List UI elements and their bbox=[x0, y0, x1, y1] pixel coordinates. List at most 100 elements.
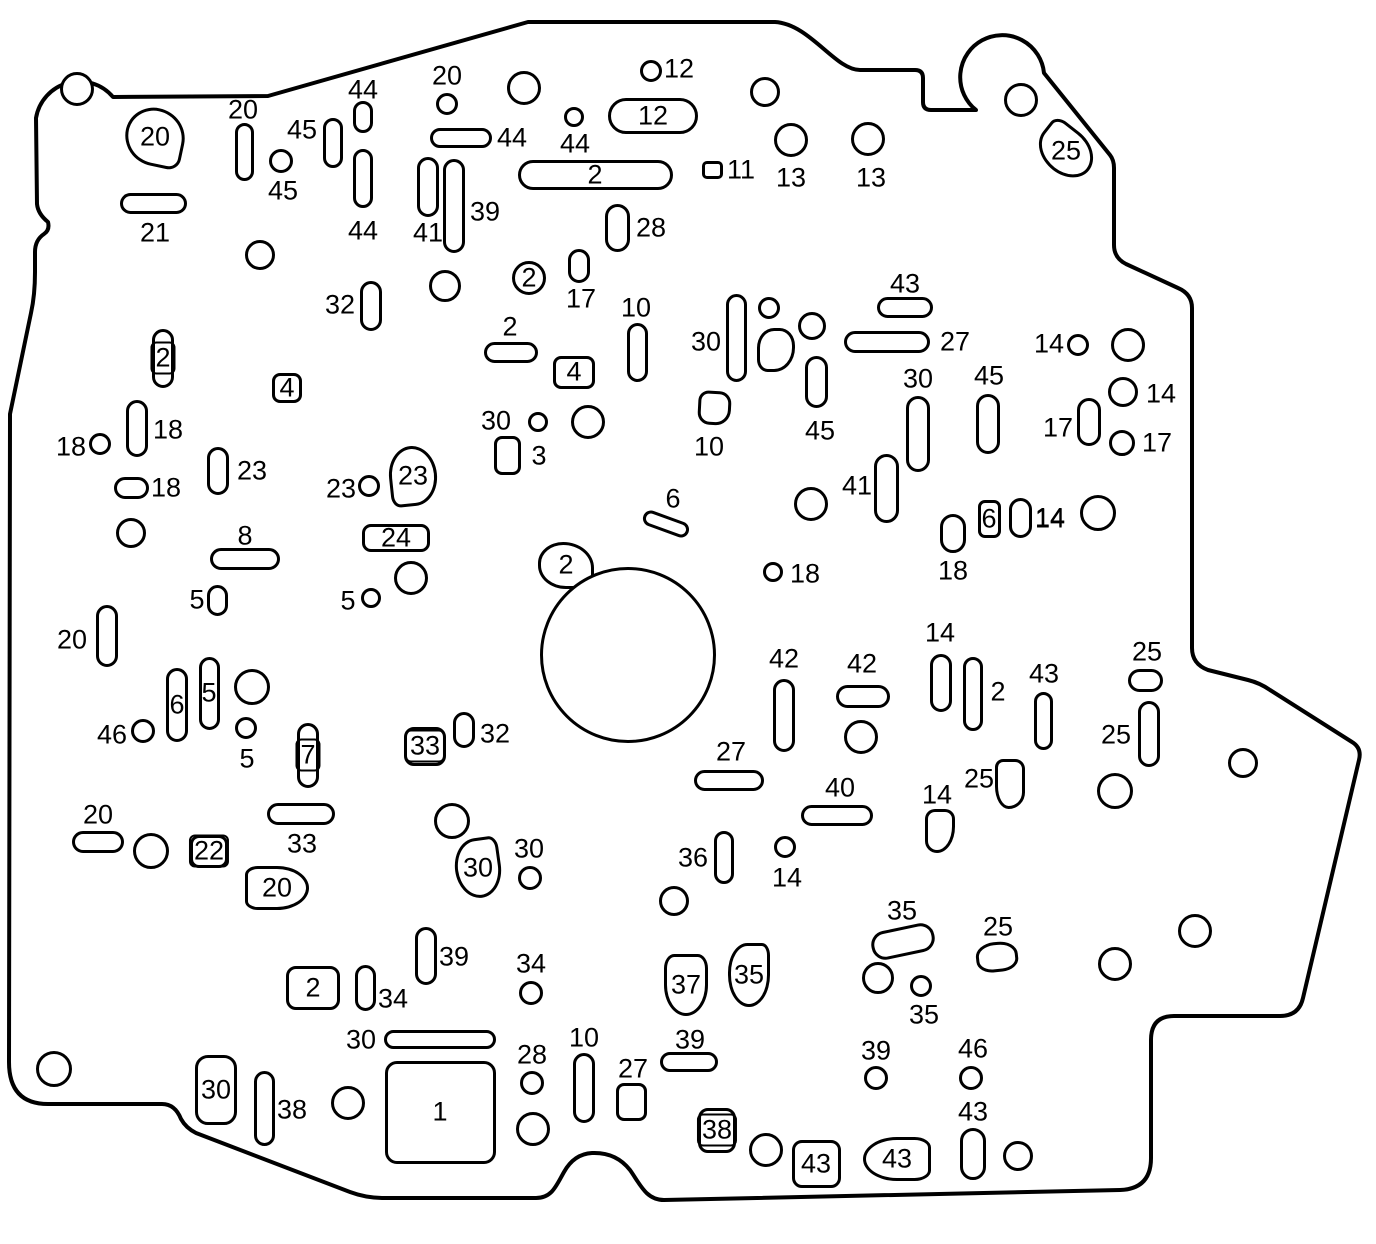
hole-label-21: 21 bbox=[139, 217, 171, 248]
hole-label-30: 30 bbox=[200, 1074, 232, 1105]
hole-label-14: 14 bbox=[924, 617, 956, 648]
hole-10 bbox=[696, 390, 732, 426]
hole-45 bbox=[323, 118, 343, 168]
hole-32 bbox=[453, 712, 475, 748]
hole-label-23: 23 bbox=[236, 455, 268, 486]
hole-label-27: 27 bbox=[939, 326, 971, 357]
hole-label-30: 30 bbox=[345, 1024, 377, 1055]
hole-unlabeled bbox=[659, 886, 689, 916]
hole-44 bbox=[353, 101, 373, 133]
hole-25 bbox=[1138, 701, 1160, 767]
hole-34 bbox=[354, 965, 376, 1011]
hole-35 bbox=[728, 943, 770, 1007]
hole-label-25: 25 bbox=[963, 763, 995, 794]
hole-label-38: 38 bbox=[696, 1113, 738, 1147]
hole-label-24: 24 bbox=[380, 522, 412, 553]
hole-label-30: 30 bbox=[690, 326, 722, 357]
hole-label-25: 25 bbox=[982, 911, 1014, 942]
hole-label-39: 39 bbox=[674, 1024, 706, 1055]
hole-5 bbox=[361, 588, 381, 608]
hole-17 bbox=[568, 249, 590, 283]
hole-label-30: 30 bbox=[462, 852, 494, 883]
hole-38 bbox=[253, 1070, 275, 1146]
hole-18 bbox=[940, 513, 966, 553]
hole-label-1: 1 bbox=[432, 1096, 448, 1127]
hole-20 bbox=[234, 123, 254, 181]
hole-label-2: 2 bbox=[502, 311, 518, 342]
hole-label-41: 41 bbox=[412, 217, 444, 248]
hole-25 bbox=[995, 759, 1025, 809]
hole-label-36: 36 bbox=[677, 842, 709, 873]
hole-label-34: 34 bbox=[515, 948, 547, 979]
hole-13 bbox=[774, 123, 808, 157]
hole-label-32: 32 bbox=[324, 289, 356, 320]
hole-label-11: 11 bbox=[726, 154, 756, 185]
hole-label-43: 43 bbox=[800, 1148, 832, 1179]
hole-unlabeled bbox=[571, 405, 605, 439]
hole-label-43: 43 bbox=[881, 1143, 913, 1174]
hole-43 bbox=[960, 1128, 986, 1180]
hole-label-45: 45 bbox=[973, 360, 1005, 391]
hole-12 bbox=[640, 60, 662, 82]
hole-33 bbox=[267, 803, 335, 825]
hole-unlabeled bbox=[1097, 773, 1133, 809]
hole-40 bbox=[801, 804, 873, 826]
hole-label-14: 14 bbox=[1034, 502, 1066, 533]
hole-45 bbox=[976, 394, 1000, 454]
hole-42 bbox=[773, 678, 795, 752]
hole-label-25: 25 bbox=[1100, 719, 1132, 750]
hole-label-13: 13 bbox=[775, 162, 807, 193]
hole-label-45: 45 bbox=[267, 175, 299, 206]
hole-label-35: 35 bbox=[886, 895, 918, 926]
hole-label-10: 10 bbox=[693, 431, 725, 462]
hole-43 bbox=[877, 296, 933, 318]
hole-label-5: 5 bbox=[201, 677, 217, 708]
hole-39 bbox=[443, 159, 465, 253]
hole-2 bbox=[484, 341, 538, 363]
hole-unlabeled bbox=[36, 1051, 72, 1087]
hole-label-42: 42 bbox=[768, 643, 800, 674]
hole-unlabeled bbox=[750, 77, 780, 107]
hole-label-2: 2 bbox=[558, 549, 574, 580]
hole-14 bbox=[1008, 498, 1032, 538]
hole-label-23: 23 bbox=[325, 473, 357, 504]
hole-35 bbox=[910, 975, 932, 997]
hole-23 bbox=[358, 475, 380, 497]
hole-label-39: 39 bbox=[438, 941, 470, 972]
hole-14 bbox=[1067, 334, 1089, 356]
hole-unlabeled bbox=[331, 1086, 365, 1120]
hole-27 bbox=[615, 1083, 647, 1121]
hole-1 bbox=[384, 1060, 496, 1164]
hole-label-44: 44 bbox=[347, 215, 379, 246]
hole-24 bbox=[362, 524, 430, 552]
hole-label-7: 7 bbox=[295, 738, 321, 772]
hole-label-20: 20 bbox=[139, 121, 171, 152]
hole-unlabeled bbox=[1003, 1141, 1033, 1171]
hole-label-17: 17 bbox=[1141, 427, 1173, 458]
hole-label-10: 10 bbox=[620, 292, 652, 323]
hole-label-12: 12 bbox=[663, 53, 695, 84]
hole-6 bbox=[977, 500, 1001, 538]
hole-label-14: 14 bbox=[1145, 378, 1177, 409]
hole-34 bbox=[519, 981, 543, 1005]
hole-10 bbox=[626, 322, 648, 382]
hole-6 bbox=[166, 668, 188, 742]
hole-43 bbox=[791, 1140, 841, 1188]
hole-label-18: 18 bbox=[937, 555, 969, 586]
hole-unlabeled bbox=[516, 1112, 550, 1146]
hole-label-18: 18 bbox=[789, 558, 821, 589]
hole-label-43: 43 bbox=[957, 1096, 989, 1127]
hole-label-43: 43 bbox=[889, 268, 921, 299]
hole-unlabeled bbox=[798, 312, 826, 340]
hole-label-2: 2 bbox=[990, 676, 1006, 707]
hole-4 bbox=[553, 355, 595, 389]
hole-21 bbox=[119, 192, 187, 214]
hole-unlabeled bbox=[394, 561, 428, 595]
hole-label-4: 4 bbox=[279, 372, 295, 403]
hole-label-28: 28 bbox=[635, 212, 667, 243]
hole-label-14: 14 bbox=[771, 862, 803, 893]
hole-44 bbox=[564, 107, 584, 127]
hole-30 bbox=[195, 1055, 237, 1125]
hole-label-8: 8 bbox=[237, 520, 253, 551]
